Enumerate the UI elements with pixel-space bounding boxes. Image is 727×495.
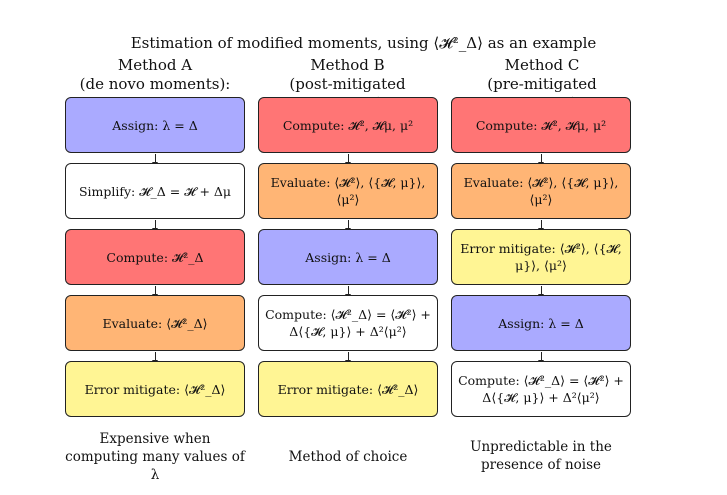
column-c-footer: Unpredictable in the presence of noise (470, 439, 612, 473)
column-a-footer: Expensive when computing many values of … (65, 431, 245, 483)
column-c-step-2: Evaluate: ⟨𝓗²⟩, ⟨{𝓗, μ}⟩, ⟨μ²⟩ (451, 163, 631, 219)
column-c-step-3: Error mitigate: ⟨𝓗²⟩, ⟨{𝓗, μ}⟩, ⟨μ²⟩ (451, 229, 631, 285)
column-b-step-2: Evaluate: ⟨𝓗²⟩, ⟨{𝓗, μ}⟩, ⟨μ²⟩ (258, 163, 438, 219)
column-c-step-4: Assign: λ = Δ (451, 295, 631, 351)
column-b-arrow-1 (345, 154, 351, 167)
column-b-step-5: Error mitigate: ⟨𝓗²_Δ⟩ (258, 361, 438, 417)
column-a-name: Method A (117, 56, 193, 74)
column-c-step-5: Compute: ⟨𝓗²_Δ⟩ = ⟨𝓗²⟩ + Δ⟨{𝓗, μ}⟩ + Δ²⟨… (451, 361, 631, 417)
column-a-step-1: Assign: λ = Δ (65, 97, 245, 153)
column-c-arrow-3 (538, 286, 544, 299)
column-c-arrow-4 (538, 352, 544, 365)
column-b-step-3: Assign: λ = Δ (258, 229, 438, 285)
diagram-title: Estimation of modified moments, using ⟨𝓗… (130, 34, 597, 52)
column-a-step-4: Evaluate: ⟨𝓗²_Δ⟩ (65, 295, 245, 351)
column-a-header: Method A (de novo moments): (65, 56, 245, 94)
column-b-step-4: Compute: ⟨𝓗²_Δ⟩ = ⟨𝓗²⟩ + Δ⟨{𝓗, μ}⟩ + Δ²⟨… (258, 295, 438, 351)
column-a-subtitle: (de novo moments): (79, 75, 231, 93)
column-c-step-1: Compute: 𝓗², 𝓗μ, μ² (451, 97, 631, 153)
column-b-arrow-4 (345, 352, 351, 365)
column-b-step-1: Compute: 𝓗², 𝓗μ, μ² (258, 97, 438, 153)
column-a-arrow-1 (152, 154, 158, 167)
column-b-arrow-2 (345, 220, 351, 233)
column-b-footer: Method of choice (288, 449, 408, 465)
column-a-arrow-3 (152, 286, 158, 299)
column-a-step-3: Compute: 𝓗²_Δ (65, 229, 245, 285)
column-a-arrow-4 (152, 352, 158, 365)
column-c-name: Method C (504, 56, 580, 74)
column-a-arrow-2 (152, 220, 158, 233)
column-b-arrow-3 (345, 286, 351, 299)
column-a-step-2: Simplify: 𝓗_Δ = 𝓗 + Δμ (65, 163, 245, 219)
column-c-arrow-1 (538, 154, 544, 167)
column-b-name: Method B (310, 56, 385, 74)
column-a-step-5: Error mitigate: ⟨𝓗²_Δ⟩ (65, 361, 245, 417)
column-c-arrow-2 (538, 220, 544, 233)
